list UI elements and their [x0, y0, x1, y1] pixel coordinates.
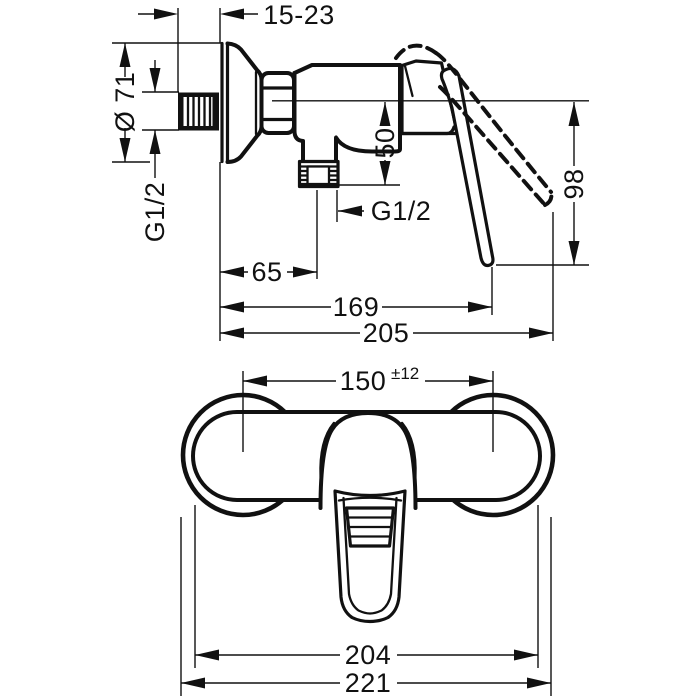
dim-outlet-drop: 50 [370, 102, 400, 185]
dim-overall-width: 221 [181, 668, 551, 698]
dim-wall-depth-label: 15-23 [263, 0, 335, 30]
lever-handle-raised-outline [394, 43, 554, 207]
dim-body-width-label: 204 [345, 640, 392, 670]
front-view: 150 ±12 204 221 [180, 364, 556, 698]
escutcheon [220, 41, 264, 164]
dome-right-ear [400, 421, 417, 479]
mounting-nut [259, 71, 296, 135]
dim-connection-tolerance-label: ±12 [391, 364, 419, 383]
dome-left-ear [319, 421, 336, 479]
dim-escutcheon-diameter: Ø 71 [110, 43, 140, 162]
dim-handle-drop: 98 [559, 102, 589, 265]
dim-outlet-thread-label: G1/2 [371, 196, 432, 226]
dim-outlet-offset: 65 [220, 257, 317, 287]
dim-outlet-thread: G1/2 [338, 196, 431, 226]
dim-max-reach: 205 [220, 318, 553, 348]
handle-dome [318, 411, 418, 510]
dim-handle-drop-label: 98 [559, 168, 589, 199]
dim-outlet-drop-label: 50 [370, 127, 400, 158]
dim-outlet-offset-label: 65 [251, 257, 282, 287]
dim-max-reach-label: 205 [363, 318, 410, 348]
side-view: 15-23 Ø 71 G1/2 50 98 [110, 0, 589, 348]
dim-handle-reach-label: 169 [333, 292, 380, 322]
supply-pipe [178, 92, 219, 131]
mixer-body [292, 63, 402, 163]
dim-overall-width-label: 221 [345, 668, 392, 698]
handle-grip-texture [344, 506, 396, 548]
dim-handle-reach: 169 [220, 292, 492, 322]
dim-supply-thread-label: G1/2 [140, 182, 170, 243]
outlet-connection [297, 159, 340, 189]
front-view-extension-lines [180, 371, 552, 696]
dim-body-width: 204 [195, 640, 538, 670]
dim-supply-thread: G1/2 [140, 60, 170, 242]
dim-escutcheon-diameter-label: Ø 71 [110, 72, 140, 133]
lever-handle [400, 59, 495, 268]
handle-lever-front [333, 489, 407, 624]
dim-connection-centers: 150 ±12 [243, 364, 493, 396]
dim-wall-depth: 15-23 [138, 0, 335, 30]
dim-connection-centers-label: 150 [340, 366, 387, 396]
